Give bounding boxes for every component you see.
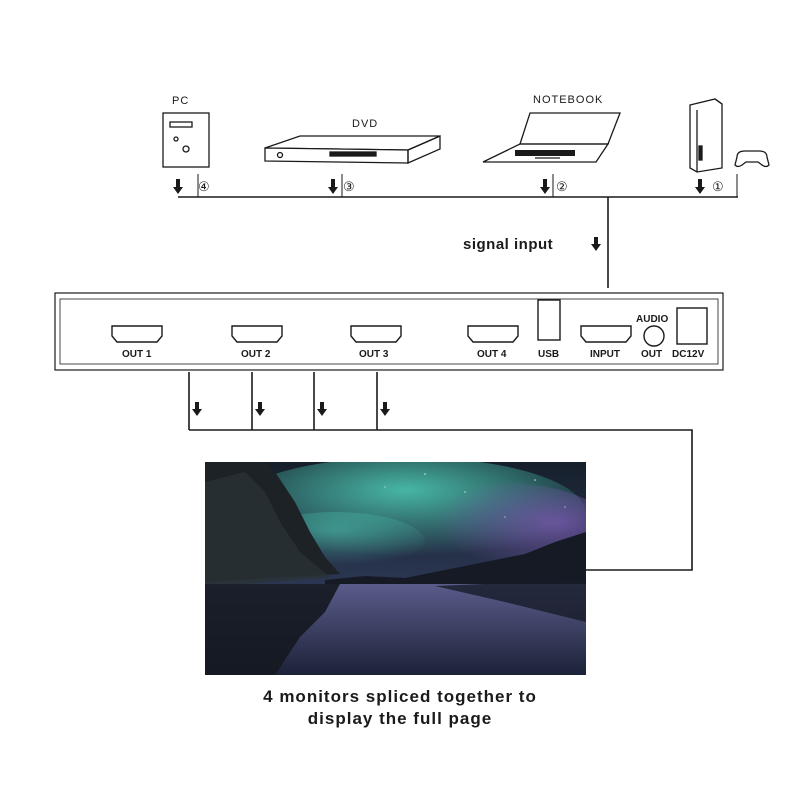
port-label-input: INPUT xyxy=(590,349,620,360)
notebook-icon xyxy=(482,112,621,163)
dc-power-jack xyxy=(676,307,708,345)
source-label-dvd: DVD xyxy=(352,118,379,130)
port-label-usb: USB xyxy=(538,349,560,360)
audio-out-jack xyxy=(643,325,665,347)
usb-port xyxy=(537,299,561,341)
port-label-out1: OUT 1 xyxy=(122,349,152,360)
aurora-landscape-image xyxy=(205,462,586,675)
hdmi-port-out3 xyxy=(350,325,402,343)
port-label-out2: OUT 2 xyxy=(241,349,271,360)
port-label-out4: OUT 4 xyxy=(477,349,507,360)
signal-input-label: signal input xyxy=(463,236,554,253)
caption: 4 monitors spliced together to display t… xyxy=(150,686,650,730)
video-wall-controller xyxy=(54,292,724,371)
source-number-2: ② xyxy=(556,179,568,194)
output-lines xyxy=(188,372,693,571)
hdmi-port-out1 xyxy=(111,325,163,343)
signal-arrow-icon xyxy=(591,237,601,251)
hdmi-port-out2 xyxy=(231,325,283,343)
port-label-out3: OUT 3 xyxy=(359,349,389,360)
source-number-3: ③ xyxy=(343,179,355,194)
output-arrows xyxy=(192,402,390,416)
caption-line-2: display the full page xyxy=(307,709,493,728)
dvd-player-icon xyxy=(264,135,441,164)
video-wall-image xyxy=(205,462,586,675)
source-arrows xyxy=(173,179,705,194)
port-label-dc12v: DC12V xyxy=(672,349,705,360)
caption-line-1: 4 monitors spliced together to xyxy=(263,687,537,706)
pc-icon xyxy=(162,112,210,168)
source-label-pc: PC xyxy=(172,95,190,107)
hdmi-port-input xyxy=(580,325,632,343)
source-label-notebook: NOTEBOOK xyxy=(533,94,604,106)
source-number-4: ④ xyxy=(198,179,210,194)
hdmi-port-out4 xyxy=(467,325,519,343)
port-label-audio: AUDIO xyxy=(636,314,669,325)
source-number-1: ① xyxy=(712,179,724,194)
port-label-audio-out: OUT xyxy=(641,349,663,360)
game-console-icon xyxy=(689,98,770,173)
